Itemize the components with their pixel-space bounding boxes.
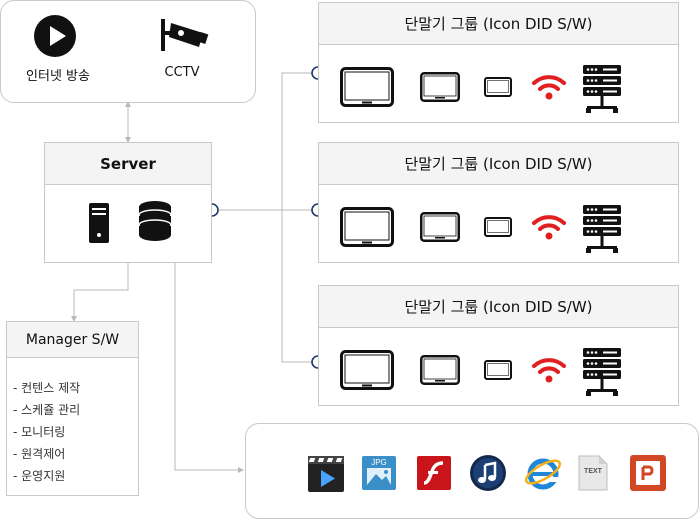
device-group-3: 단말기 그룹 (Icon DID S/W) xyxy=(318,285,679,406)
manager-header: Manager S/W xyxy=(7,322,138,358)
wifi-icon xyxy=(532,358,566,383)
manager-item: - 원격제어 xyxy=(13,447,66,461)
text-badge: TEXT xyxy=(584,468,602,475)
medium-tablet-icon xyxy=(420,355,460,385)
media-box: JPG TEXT xyxy=(245,423,699,519)
manager-item: - 컨텐스 제작 xyxy=(13,381,81,395)
text-file-icon: TEXT xyxy=(577,454,609,492)
server-rack-icon xyxy=(583,205,621,253)
server-box: Server xyxy=(44,142,212,263)
large-tablet-icon xyxy=(340,67,394,107)
server-title: Server xyxy=(100,154,156,173)
internet-explorer-icon xyxy=(524,458,562,490)
group-header: 단말기 그룹 (Icon DID S/W) xyxy=(319,143,678,185)
cctv-camera-icon xyxy=(161,19,209,51)
broadcast-label: 인터넷 방송 xyxy=(26,69,90,84)
server-rack-icon xyxy=(583,65,621,113)
manager-item: - 스케쥴 관리 xyxy=(13,403,81,417)
wifi-icon xyxy=(532,75,566,100)
cctv-label: CCTV xyxy=(164,65,200,80)
medium-tablet-icon xyxy=(420,212,460,242)
small-tablet-icon xyxy=(484,217,512,237)
jpg-image-icon: JPG xyxy=(362,456,396,490)
powerpoint-icon xyxy=(630,455,666,491)
manager-box: Manager S/W - 컨텐스 제작 - 스케쥴 관리 - 모니터링 - 원… xyxy=(6,321,139,496)
large-tablet-icon xyxy=(340,207,394,247)
flash-icon xyxy=(417,456,451,490)
device-group-1: 단말기 그룹 (Icon DID S/W) xyxy=(318,2,679,123)
music-note-icon xyxy=(470,455,506,491)
large-tablet-icon xyxy=(340,350,394,390)
small-tablet-icon xyxy=(484,360,512,380)
group-title: 단말기 그룹 (Icon DID S/W) xyxy=(404,155,593,173)
medium-tablet-icon xyxy=(420,72,460,102)
manager-list: - 컨텐스 제작 - 스케쥴 관리 - 모니터링 - 원격제어 - 운영지원 xyxy=(13,377,80,487)
group-header: 단말기 그룹 (Icon DID S/W) xyxy=(319,286,678,328)
play-circle-icon xyxy=(34,15,76,57)
database-icon xyxy=(138,201,172,241)
manager-title: Manager S/W xyxy=(25,331,120,348)
group-title: 단말기 그룹 (Icon DID S/W) xyxy=(404,298,593,316)
device-group-2: 단말기 그룹 (Icon DID S/W) xyxy=(318,142,679,263)
group-title: 단말기 그룹 (Icon DID S/W) xyxy=(404,15,593,33)
manager-item: - 모니터링 xyxy=(13,425,66,439)
server-tower-icon xyxy=(89,203,109,243)
source-box: 인터넷 방송 CCTV xyxy=(0,0,256,103)
wifi-icon xyxy=(532,215,566,240)
manager-item: - 운영지원 xyxy=(13,469,66,483)
server-rack-icon xyxy=(583,348,621,396)
video-file-icon xyxy=(308,456,344,492)
server-header: Server xyxy=(45,143,211,185)
small-tablet-icon xyxy=(484,77,512,97)
jpg-badge: JPG xyxy=(371,458,387,467)
group-header: 단말기 그룹 (Icon DID S/W) xyxy=(319,3,678,45)
